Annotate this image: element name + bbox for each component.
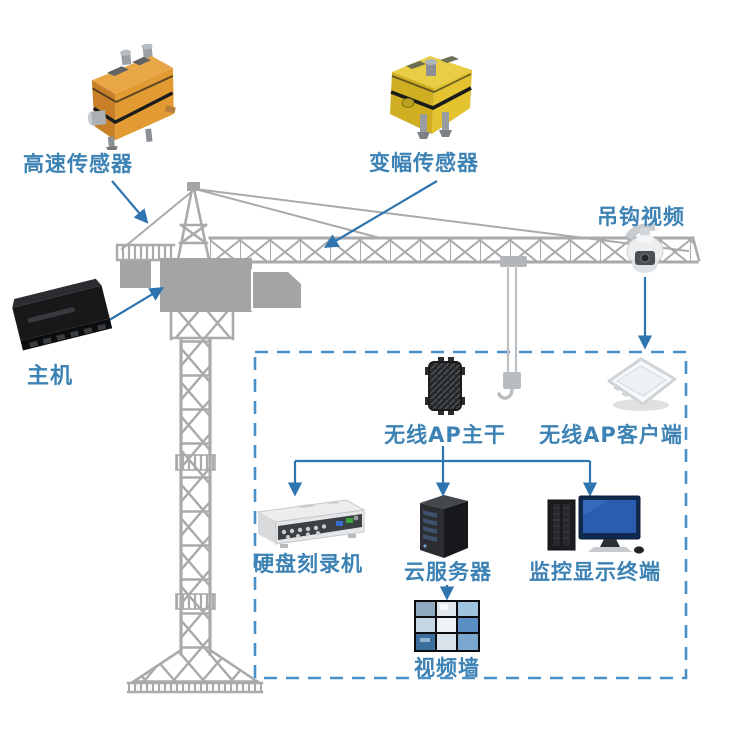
host-image [8,274,116,360]
monitor-terminal-label: 监控显示终端 [529,560,661,584]
cloud-server-label: 云服务器 [404,560,492,584]
ap-trunk-image [425,357,465,415]
video-wall-image [414,600,480,652]
video-wall-label: 视频墙 [414,656,480,680]
arrow-luffing-sensor-to-jib [323,180,438,248]
high-speed-sensor-image [80,44,190,150]
cloud-server-image [414,490,472,560]
ap-trunk-label: 无线AP主干 [384,423,506,447]
luffing-sensor-image [382,46,480,142]
hook-video-label: 吊钩视频 [597,205,685,229]
host-label: 主机 [26,364,74,389]
high-speed-sensor-label: 高速传感器 [23,152,133,176]
ap-client-image [602,356,680,414]
ap-client-label: 无线AP客户端 [539,423,683,447]
arrow-high-speed-sensor-to-crane [111,180,149,224]
hdd-recorder-label: 硬盘刻录机 [253,552,363,576]
monitor-terminal-image [546,494,646,556]
crane-hook [497,256,527,400]
luffing-sensor-label: 变幅传感器 [369,151,479,175]
hdd-recorder-image [252,496,368,552]
